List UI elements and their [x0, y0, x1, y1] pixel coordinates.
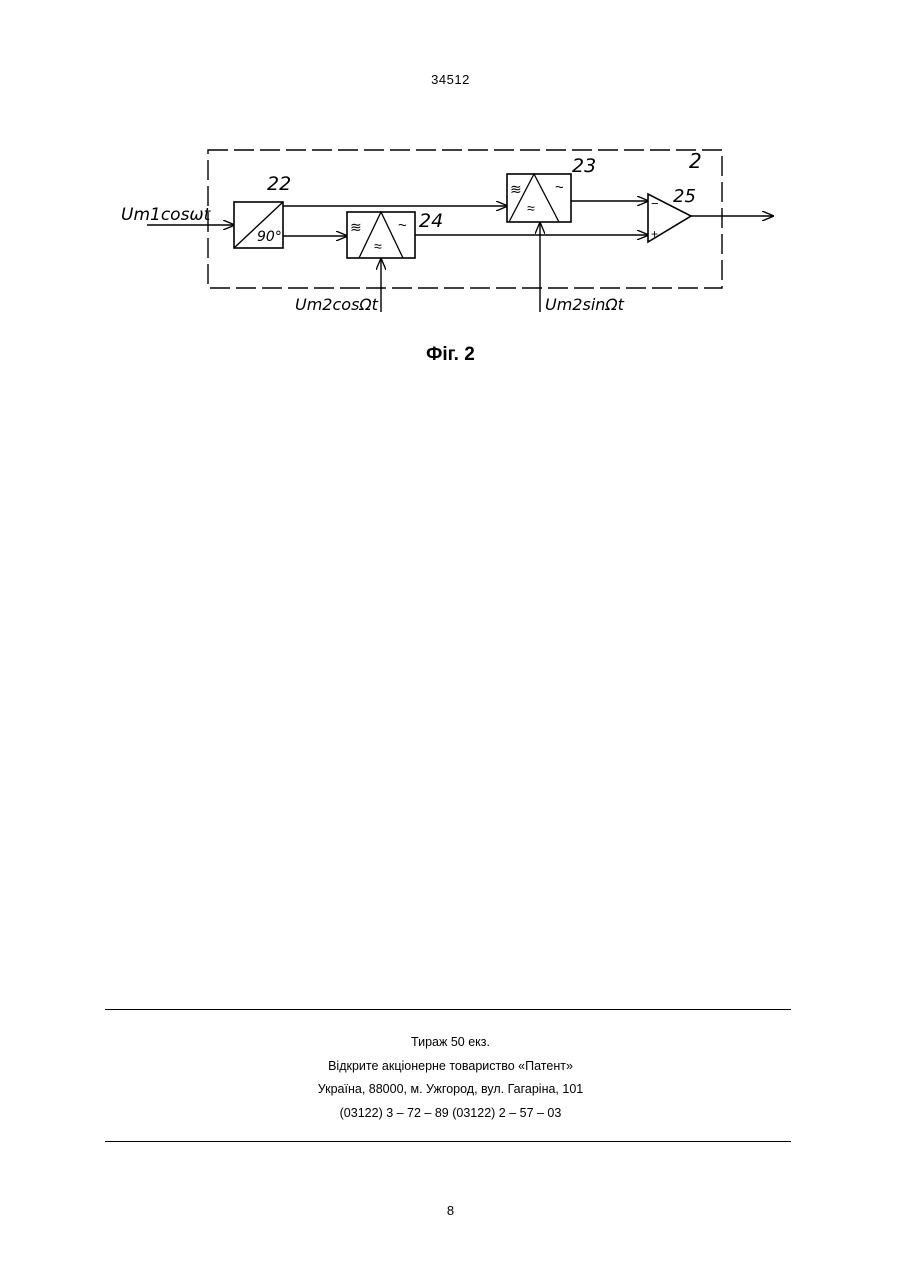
- imprint-address: Україна, 88000, м. Ужгород, вул. Гагарін…: [0, 1078, 901, 1102]
- modulator-23-in-symbol: ≋: [510, 181, 522, 197]
- document-number: 34512: [0, 72, 901, 87]
- block-diagram: 2 Um1cosωt 90° 22 ≋ ~ ≈ 24 Um2cosΩt ≋ ~ …: [105, 132, 795, 344]
- modulator-23-out-symbol: ~: [555, 179, 564, 196]
- minus-sign: −: [651, 196, 659, 211]
- modulator-24-mid-symbol: ≈: [374, 238, 382, 254]
- figure-caption: Фіг. 2: [0, 344, 901, 366]
- input-signal-label: Um1cosωt: [121, 205, 212, 225]
- unit-boundary: [208, 150, 722, 288]
- block-22-label: 22: [267, 173, 291, 195]
- imprint-circulation: Тираж 50 екз.: [0, 1031, 901, 1055]
- modulator-24-out-symbol: ~: [398, 217, 407, 234]
- modulator-24-in-symbol: ≋: [350, 219, 362, 235]
- phase-shift-label: 90°: [257, 229, 282, 245]
- unit-2-label: 2: [689, 149, 702, 173]
- imprint-block: Тираж 50 екз. Відкрите акціонерне товари…: [0, 1031, 901, 1125]
- block-24-label: 24: [419, 210, 443, 232]
- mod-sin-label: Um2sinΩt: [545, 295, 625, 314]
- modulator-23-mid-symbol: ≈: [527, 200, 535, 216]
- page-number: 8: [0, 1203, 901, 1218]
- imprint-publisher: Відкрите акціонерне товариство «Патент»: [0, 1055, 901, 1079]
- imprint-top-divider: [105, 1009, 791, 1010]
- mod-cos-label: Um2cosΩt: [295, 295, 379, 314]
- imprint-bottom-divider: [105, 1141, 791, 1142]
- imprint-phones: (03122) 3 – 72 – 89 (03122) 2 – 57 – 03: [0, 1102, 901, 1126]
- block-23-label: 23: [572, 155, 596, 177]
- block-25-label: 25: [673, 186, 696, 207]
- plus-sign: +: [651, 227, 658, 241]
